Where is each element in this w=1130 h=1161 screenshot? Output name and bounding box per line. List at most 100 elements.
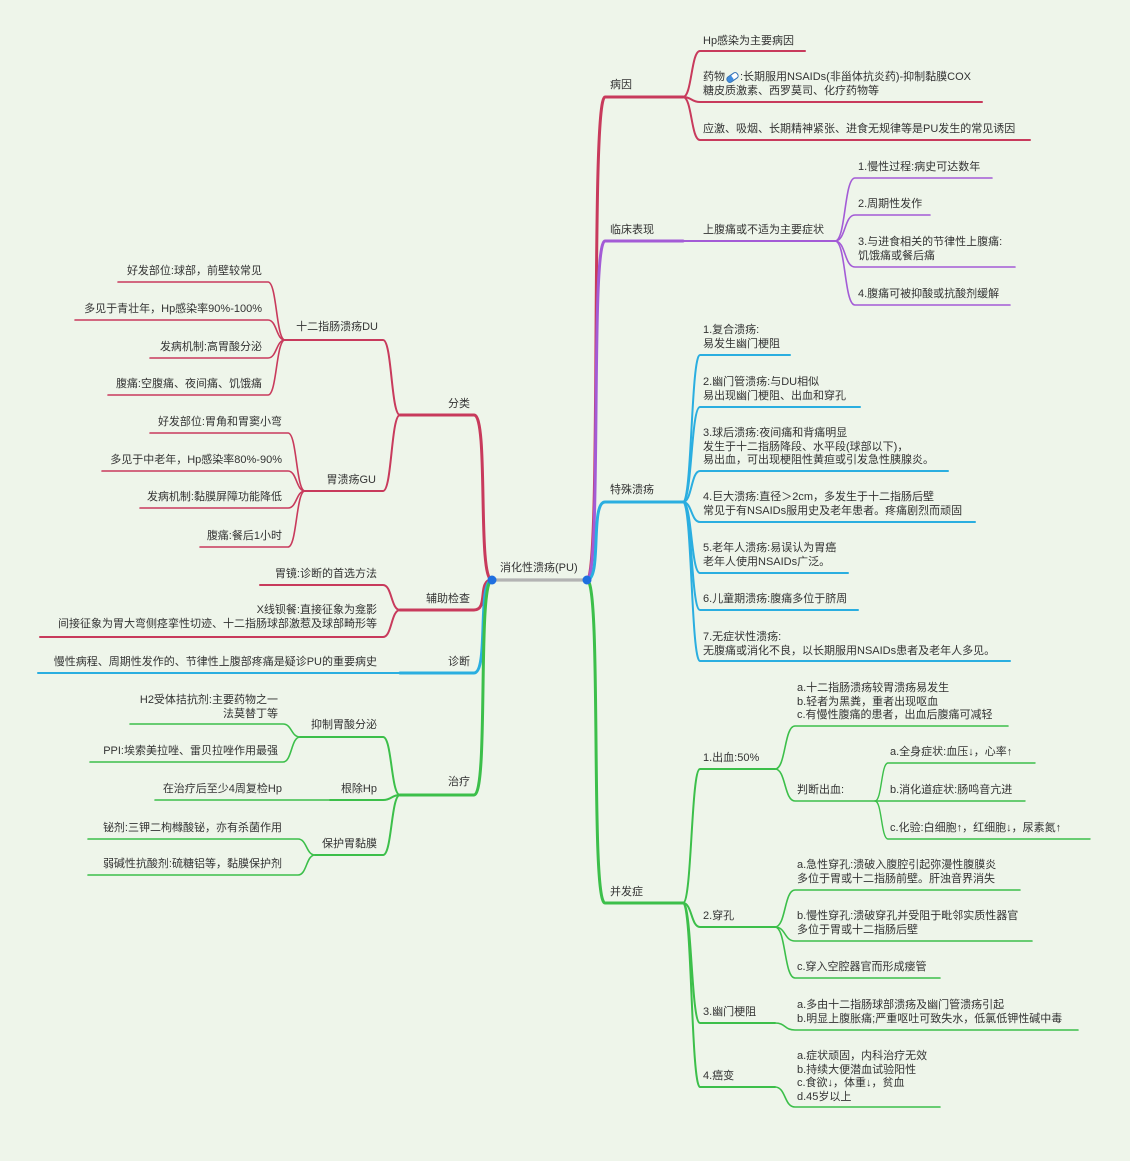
link-hp	[329, 794, 401, 801]
special-item-1: 1.复合溃疡: 易发生幽门梗阻	[703, 324, 780, 350]
topic-special: 特殊溃疡	[610, 484, 654, 496]
gu-item-2: 多见于中老年，Hp感染率80%-90%	[110, 454, 282, 466]
link-clinical-item-2	[834, 214, 931, 242]
canceration-label: 4.癌变	[703, 1070, 735, 1082]
link-acid-item-1	[129, 723, 301, 738]
link-du-item-2	[74, 319, 286, 341]
link-auxiliary-item-2	[39, 609, 401, 638]
link-auxiliary-item-1	[259, 584, 401, 611]
special-item-7: 7.无症状性溃疡: 无腹痛或消化不良，以长期服用NSAIDs患者及老年人多见。	[703, 631, 996, 657]
gu-item-1: 好发部位:胃角和胃窦小弯	[157, 416, 282, 428]
topic-cause: 病因	[610, 79, 632, 91]
topic-diagnosis: 诊断	[448, 656, 470, 668]
cause-item-2-line2: 糖皮质激素、西罗莫司、化疗药物等	[703, 84, 879, 97]
gu-item-3: 发病机制:黏膜屏障功能降低	[146, 491, 282, 503]
link-obstruction-notes	[774, 1022, 1079, 1031]
mucosa-item-2: 弱碱性抗酸剂:硫糖铝等，黏膜保护剂	[102, 858, 282, 870]
link-bleeding-notes	[774, 725, 1009, 770]
cause-item-2-prefix: 药物	[703, 71, 725, 83]
link-mucosa-item-2	[87, 854, 316, 876]
topic-treatment: 治疗	[448, 776, 470, 788]
hp-label: 根除Hp	[340, 783, 377, 795]
link-clinical-item-4	[834, 240, 1011, 306]
gu-label: 胃溃疡GU	[326, 474, 377, 486]
bleeding-notes: a.十二指肠溃疡较胃溃疡易发生 b.轻者为黑粪，重者出现呕血 c.有慢性腹痛的患…	[797, 682, 993, 721]
du-item-2: 多见于青壮年，Hp感染率90%-100%	[84, 303, 262, 315]
diagnosis-item-1: 慢性病程、周期性发作的、节律性上腹部疼痛是疑诊PU的重要病史	[53, 656, 377, 668]
du-item-3: 发病机制:高胃酸分泌	[159, 341, 262, 353]
du-item-4: 腹痛:空腹痛、夜间痛、饥饿痛	[115, 378, 262, 390]
topic-auxiliary: 辅助检查	[426, 593, 470, 605]
du-label: 十二指肠溃疡DU	[296, 321, 378, 333]
link-perforation	[682, 902, 776, 928]
perforation-label: 2.穿孔	[703, 910, 735, 922]
link-perforation-item-1	[774, 889, 1021, 928]
link-du-item-4	[107, 339, 286, 396]
judge-item-1: a.全身症状:血压↓，心率↑	[890, 746, 1013, 758]
auxiliary-item-2: X线钡餐:直接征象为龛影 间接征象为胃大弯侧痉挛性切迹、十二指肠球部激惹及球部畸…	[58, 604, 377, 630]
link-bleeding-judge	[774, 768, 876, 802]
right-junction-dot	[582, 575, 592, 585]
perforation-item-1: a.急性穿孔:溃破入腹腔引起弥漫性腹膜炎 多位于胃或十二指肠前壁。肝浊音界消失	[797, 859, 997, 885]
special-item-6: 6.儿童期溃疡:腹痛多位于脐周	[703, 593, 848, 605]
link-canceration	[682, 902, 776, 1088]
link-acid-item-2	[89, 736, 301, 763]
link-special-item-7	[682, 501, 1011, 662]
gu-item-4: 腹痛:餐后1小时	[206, 530, 282, 542]
judge-item-3: c.化验:白细胞↑，红细胞↓，尿素氮↑	[890, 822, 1062, 834]
acid-label: 抑制胃酸分泌	[311, 719, 377, 731]
link-special-item-2	[682, 406, 861, 503]
link-bleeding	[682, 768, 776, 904]
cause-item-3: 应激、吸烟、长期精神紧张、进食无规律等是PU发生的常见诱因	[703, 123, 1016, 135]
topic-classification: 分类	[448, 398, 470, 410]
clinical-item-3: 3.与进食相关的节律性上腹痛: 饥饿痛或餐后痛	[858, 236, 1003, 262]
branch-clinical	[585, 239, 685, 582]
branch-cause	[585, 95, 685, 582]
perforation-item-3: c.穿入空腔器官而形成瘘管	[797, 961, 927, 973]
link-perforation-item-3	[774, 926, 941, 979]
link-judge-item-3	[874, 800, 1091, 840]
acid-item-1: H2受体拮抗剂:主要药物之一 法莫替丁等	[139, 694, 278, 720]
left-junction-dot	[487, 575, 497, 585]
obstruction-notes: a.多由十二指肠球部溃疡及幽门管溃疡引起 b.明显上腹胀痛;严重呕吐可致失水，低…	[797, 999, 1063, 1025]
hp-item-1: 在治疗后至少4周复检Hp	[162, 783, 282, 795]
du-item-1: 好发部位:球部，前壁较常见	[126, 265, 262, 277]
link-gu-item-1	[149, 432, 306, 492]
link-acid	[299, 736, 401, 796]
branch-complication	[585, 578, 685, 905]
topic-complication: 并发症	[610, 886, 643, 898]
special-item-4: 4.巨大溃疡:直径＞2cm，多发生于十二指肠后壁 常见于有NSAIDs服用史及老…	[703, 491, 963, 517]
obstruction-label: 3.幽门梗阻	[703, 1006, 757, 1018]
judge-item-2: b.消化道症状:肠鸣音亢进	[890, 784, 1013, 796]
perforation-item-2: b.慢性穿孔:溃破穿孔并受阻于毗邻实质性器官 多位于胃或十二指肠后壁	[797, 910, 1019, 936]
link-judge-item-1	[874, 762, 1036, 802]
mucosa-item-1: 铋剂:三钾二枸橼酸铋，亦有杀菌作用	[102, 822, 282, 834]
bleeding-label: 1.出血:50%	[703, 752, 760, 764]
special-item-2: 2.幽门管溃疡:与DU相似 易出现幽门梗阻、出血和穿孔	[703, 376, 846, 402]
link-cause-item-1	[682, 50, 806, 98]
link-gu-item-2	[101, 470, 306, 492]
link-gu	[304, 414, 401, 492]
link-du-item-1	[117, 281, 286, 341]
cause-item-2-text: :长期服用NSAIDs(非甾体抗炎药)-抑制黏膜COX	[740, 71, 971, 83]
central-topic: 消化性溃疡(PU)	[500, 562, 578, 574]
auxiliary-item-1: 胃镜:诊断的首选方法	[274, 568, 377, 580]
link-du	[284, 339, 401, 416]
link-gu-item-4	[199, 490, 306, 548]
mucosa-label: 保护胃黏膜	[322, 838, 377, 850]
link-special-item-3	[682, 470, 949, 503]
clinical-item-1: 1.慢性过程:病史可达数年	[858, 161, 981, 173]
special-item-5: 5.老年人溃疡:易误认为胃癌 老年人使用NSAIDs广泛。	[703, 542, 837, 568]
clinical-main-symptom: 上腹痛或不适为主要症状	[703, 224, 824, 236]
pill-icon	[725, 70, 740, 84]
link-cause-item-3	[682, 96, 1031, 141]
special-item-3: 3.球后溃疡:夜间痛和背痛明显 发生于十二指肠降段、水平段(球部以下)， 易出血…	[703, 427, 934, 466]
bleeding-judge-label: 判断出血:	[797, 784, 845, 796]
clinical-item-2: 2.周期性发作	[858, 198, 923, 210]
link-mucosa-item-1	[87, 838, 316, 856]
branch-classification	[398, 413, 494, 582]
canceration-notes: a.症状顽固，内科治疗无效 b.持续大便潜血试验阳性 c.食欲↓，体重↓，贫血 …	[797, 1050, 928, 1103]
